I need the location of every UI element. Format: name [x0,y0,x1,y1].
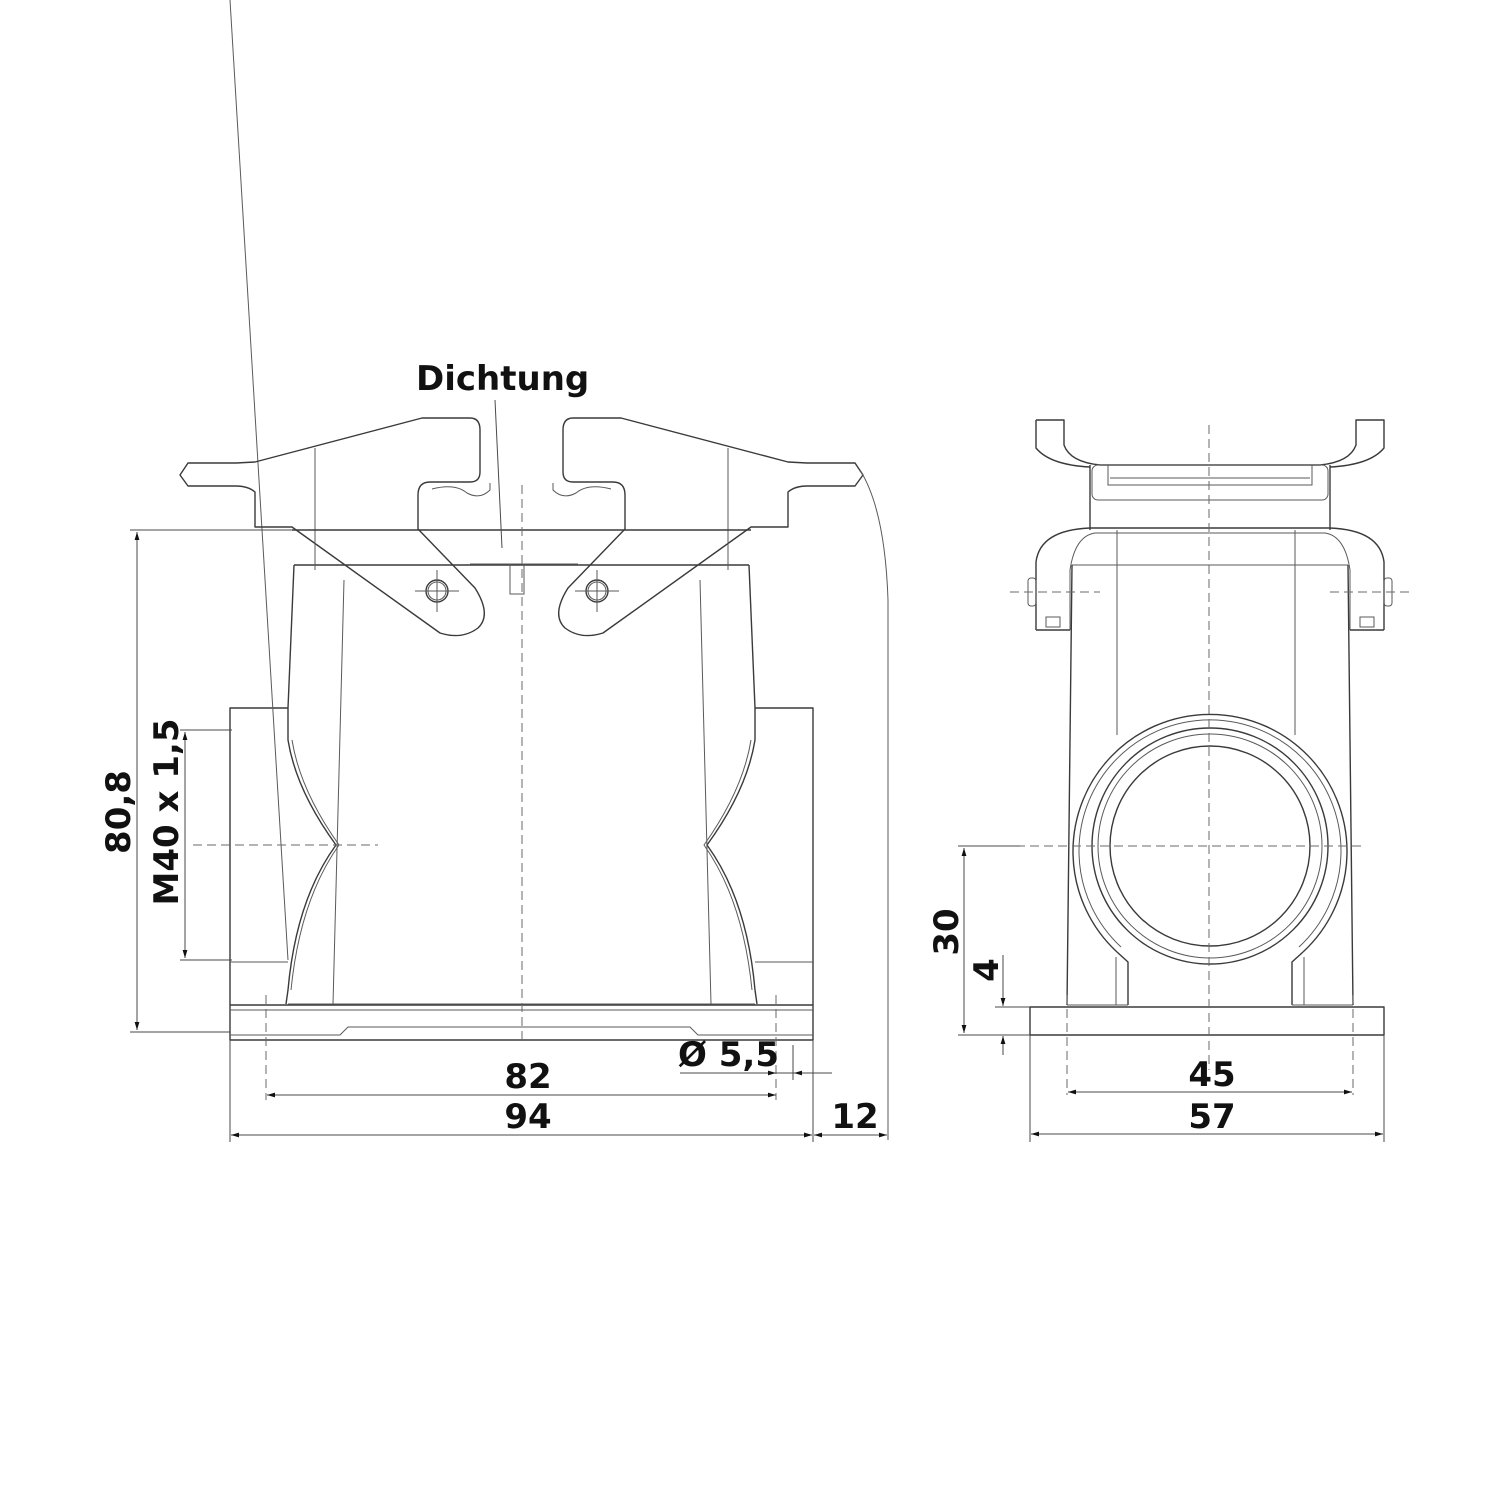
dim-45-label: 45 [1188,1055,1235,1095]
dim-diameter-label: Ø 5,5 [678,1035,779,1075]
dim-base-thickness: 4 [967,955,1030,1055]
dim-30-label: 30 [927,908,967,955]
side-lever-arms [1027,527,1393,631]
dim-lever-offset: 12 [790,1097,887,1138]
dim-overall-width-front: 94 [229,1040,814,1142]
front-view: Dichtung 80,8 M40 x 1,5 82 94 [99,0,889,1142]
dim-m40-label: M40 x 1,5 [147,719,187,906]
side-hood-top [1035,419,1385,530]
side-housing-body [1066,530,1354,1006]
front-lever-right [552,417,864,637]
dim-overall-width-side: 57 [1029,1035,1385,1142]
dim-80-8-label: 80,8 [99,770,139,854]
dim-entry-height: 30 [927,845,1030,1036]
dim-overall-height: 80,8 [99,529,292,1033]
dim-57-label: 57 [1188,1097,1235,1137]
side-base-plate [1029,1004,1385,1036]
dim-thread: M40 x 1,5 [147,719,232,961]
side-view: 30 4 45 57 [927,419,1410,1142]
front-lever-swing-arc [859,469,889,1140]
dichtung-label: Dichtung [416,359,589,399]
front-lever-left [179,417,491,637]
dim-4-label: 4 [967,958,1007,982]
dim-hole-spacing-side: 45 [1068,1055,1352,1095]
dim-12-label: 12 [831,1097,878,1137]
dim-hole-spacing-front: 82 [267,1057,776,1098]
dichtung-callout: Dichtung [416,359,589,549]
dim-94-label: 94 [504,1097,551,1137]
front-housing-body [287,564,756,1005]
side-cable-entry [1072,713,1348,1005]
dim-82-label: 82 [504,1057,551,1097]
dim-hole-diameter: Ø 5,5 [678,1035,832,1080]
